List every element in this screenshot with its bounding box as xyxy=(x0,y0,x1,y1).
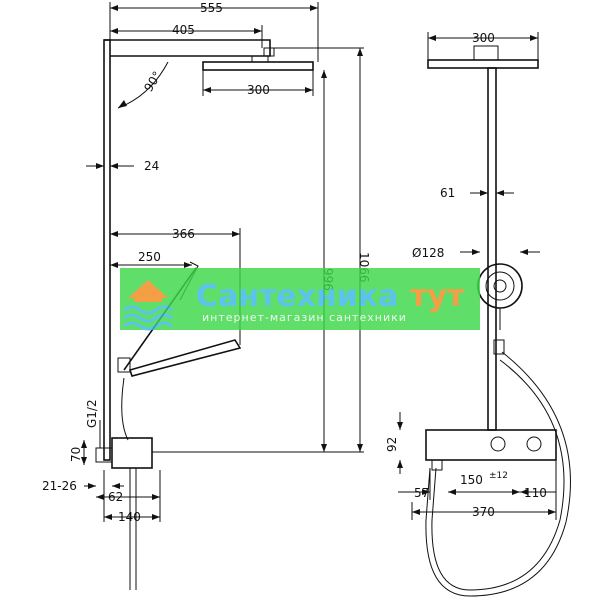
dim-366: 366 xyxy=(172,227,195,241)
overhead-shower-head xyxy=(202,61,314,71)
dim-370: 370 xyxy=(472,505,495,519)
side-head-mount xyxy=(473,45,499,61)
side-riser xyxy=(487,67,497,431)
dim-555: 555 xyxy=(200,1,223,15)
shower-arm xyxy=(104,39,271,57)
riser-pipe xyxy=(103,39,111,461)
thermostat-body xyxy=(111,437,153,469)
dim-110: 110 xyxy=(524,486,547,500)
dim-90-angle: 90° xyxy=(141,69,164,94)
dim-140: 140 xyxy=(118,510,141,524)
dim-62: 62 xyxy=(108,490,123,504)
hand-shower-head xyxy=(477,263,523,309)
watermark-accent: тут xyxy=(410,279,465,314)
hand-shower-lowered xyxy=(128,339,242,377)
hose-left xyxy=(121,377,129,441)
watermark: Сантехника тут интернет-магазин сантехни… xyxy=(120,268,480,331)
dim-24: 24 xyxy=(144,159,159,173)
slider-holder xyxy=(117,357,131,373)
side-overhead-head xyxy=(427,59,539,69)
dim-128: Ø128 xyxy=(412,246,444,260)
dim-150: 150 xyxy=(460,473,483,487)
dim-300-front: 300 xyxy=(247,83,270,97)
watermark-subtitle: интернет-магазин сантехники xyxy=(202,311,407,324)
dim-21-26: 21-26 xyxy=(42,479,77,493)
side-slider xyxy=(493,339,505,355)
watermark-band xyxy=(120,268,480,330)
dim-70: 70 xyxy=(69,447,83,462)
dim-g12: G1/2 xyxy=(85,399,99,428)
dim-250: 250 xyxy=(138,250,161,264)
dim-61: 61 xyxy=(440,186,455,200)
watermark-logo xyxy=(123,280,173,331)
side-hose xyxy=(431,359,565,591)
control-knob-left xyxy=(490,436,506,452)
dim-57: 57 xyxy=(414,486,429,500)
dim-405: 405 xyxy=(172,23,195,37)
watermark-brand: Сантехника xyxy=(196,279,398,314)
wall-connection xyxy=(95,447,113,463)
dim-92: 92 xyxy=(385,437,399,452)
side-thermostat xyxy=(425,429,557,461)
dim-150-tolerance: ±12 xyxy=(489,471,508,481)
control-knob-right xyxy=(526,436,542,452)
head-connector xyxy=(251,55,269,63)
side-view: 300 61 Ø128 92 xyxy=(385,31,571,597)
dim-300-side: 300 xyxy=(472,31,495,45)
